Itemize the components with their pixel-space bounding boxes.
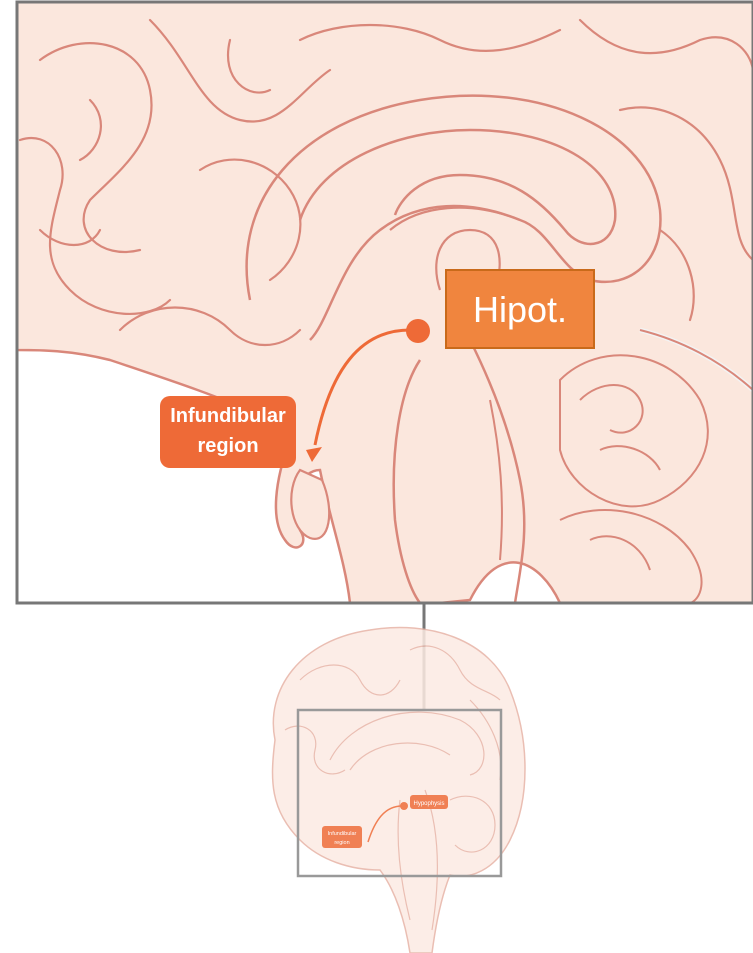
overview-side-label-box: Infundibular region: [322, 826, 362, 848]
side-label-box: Infundibular region: [160, 396, 296, 468]
overview-dot: [400, 802, 408, 810]
overview-main-label: Hypophysis: [413, 801, 444, 807]
overview-side-label-line1: Infundibular: [328, 831, 357, 837]
side-label-line1: Infundibular: [170, 405, 286, 427]
overview-brain-outline: [273, 628, 525, 953]
zoom-panel: Hipot. Infundibular region: [17, 2, 753, 603]
hypothalamus-dot: [406, 319, 430, 343]
side-label-line2: region: [197, 435, 258, 457]
overview-main-label-box: Hypophysis: [410, 795, 448, 809]
overview-side-label-line2: region: [334, 840, 349, 846]
main-label: Hipot.: [473, 289, 567, 330]
main-label-box: Hipot.: [446, 270, 594, 348]
overview-brain: Hypophysis Infundibular region: [273, 628, 525, 953]
